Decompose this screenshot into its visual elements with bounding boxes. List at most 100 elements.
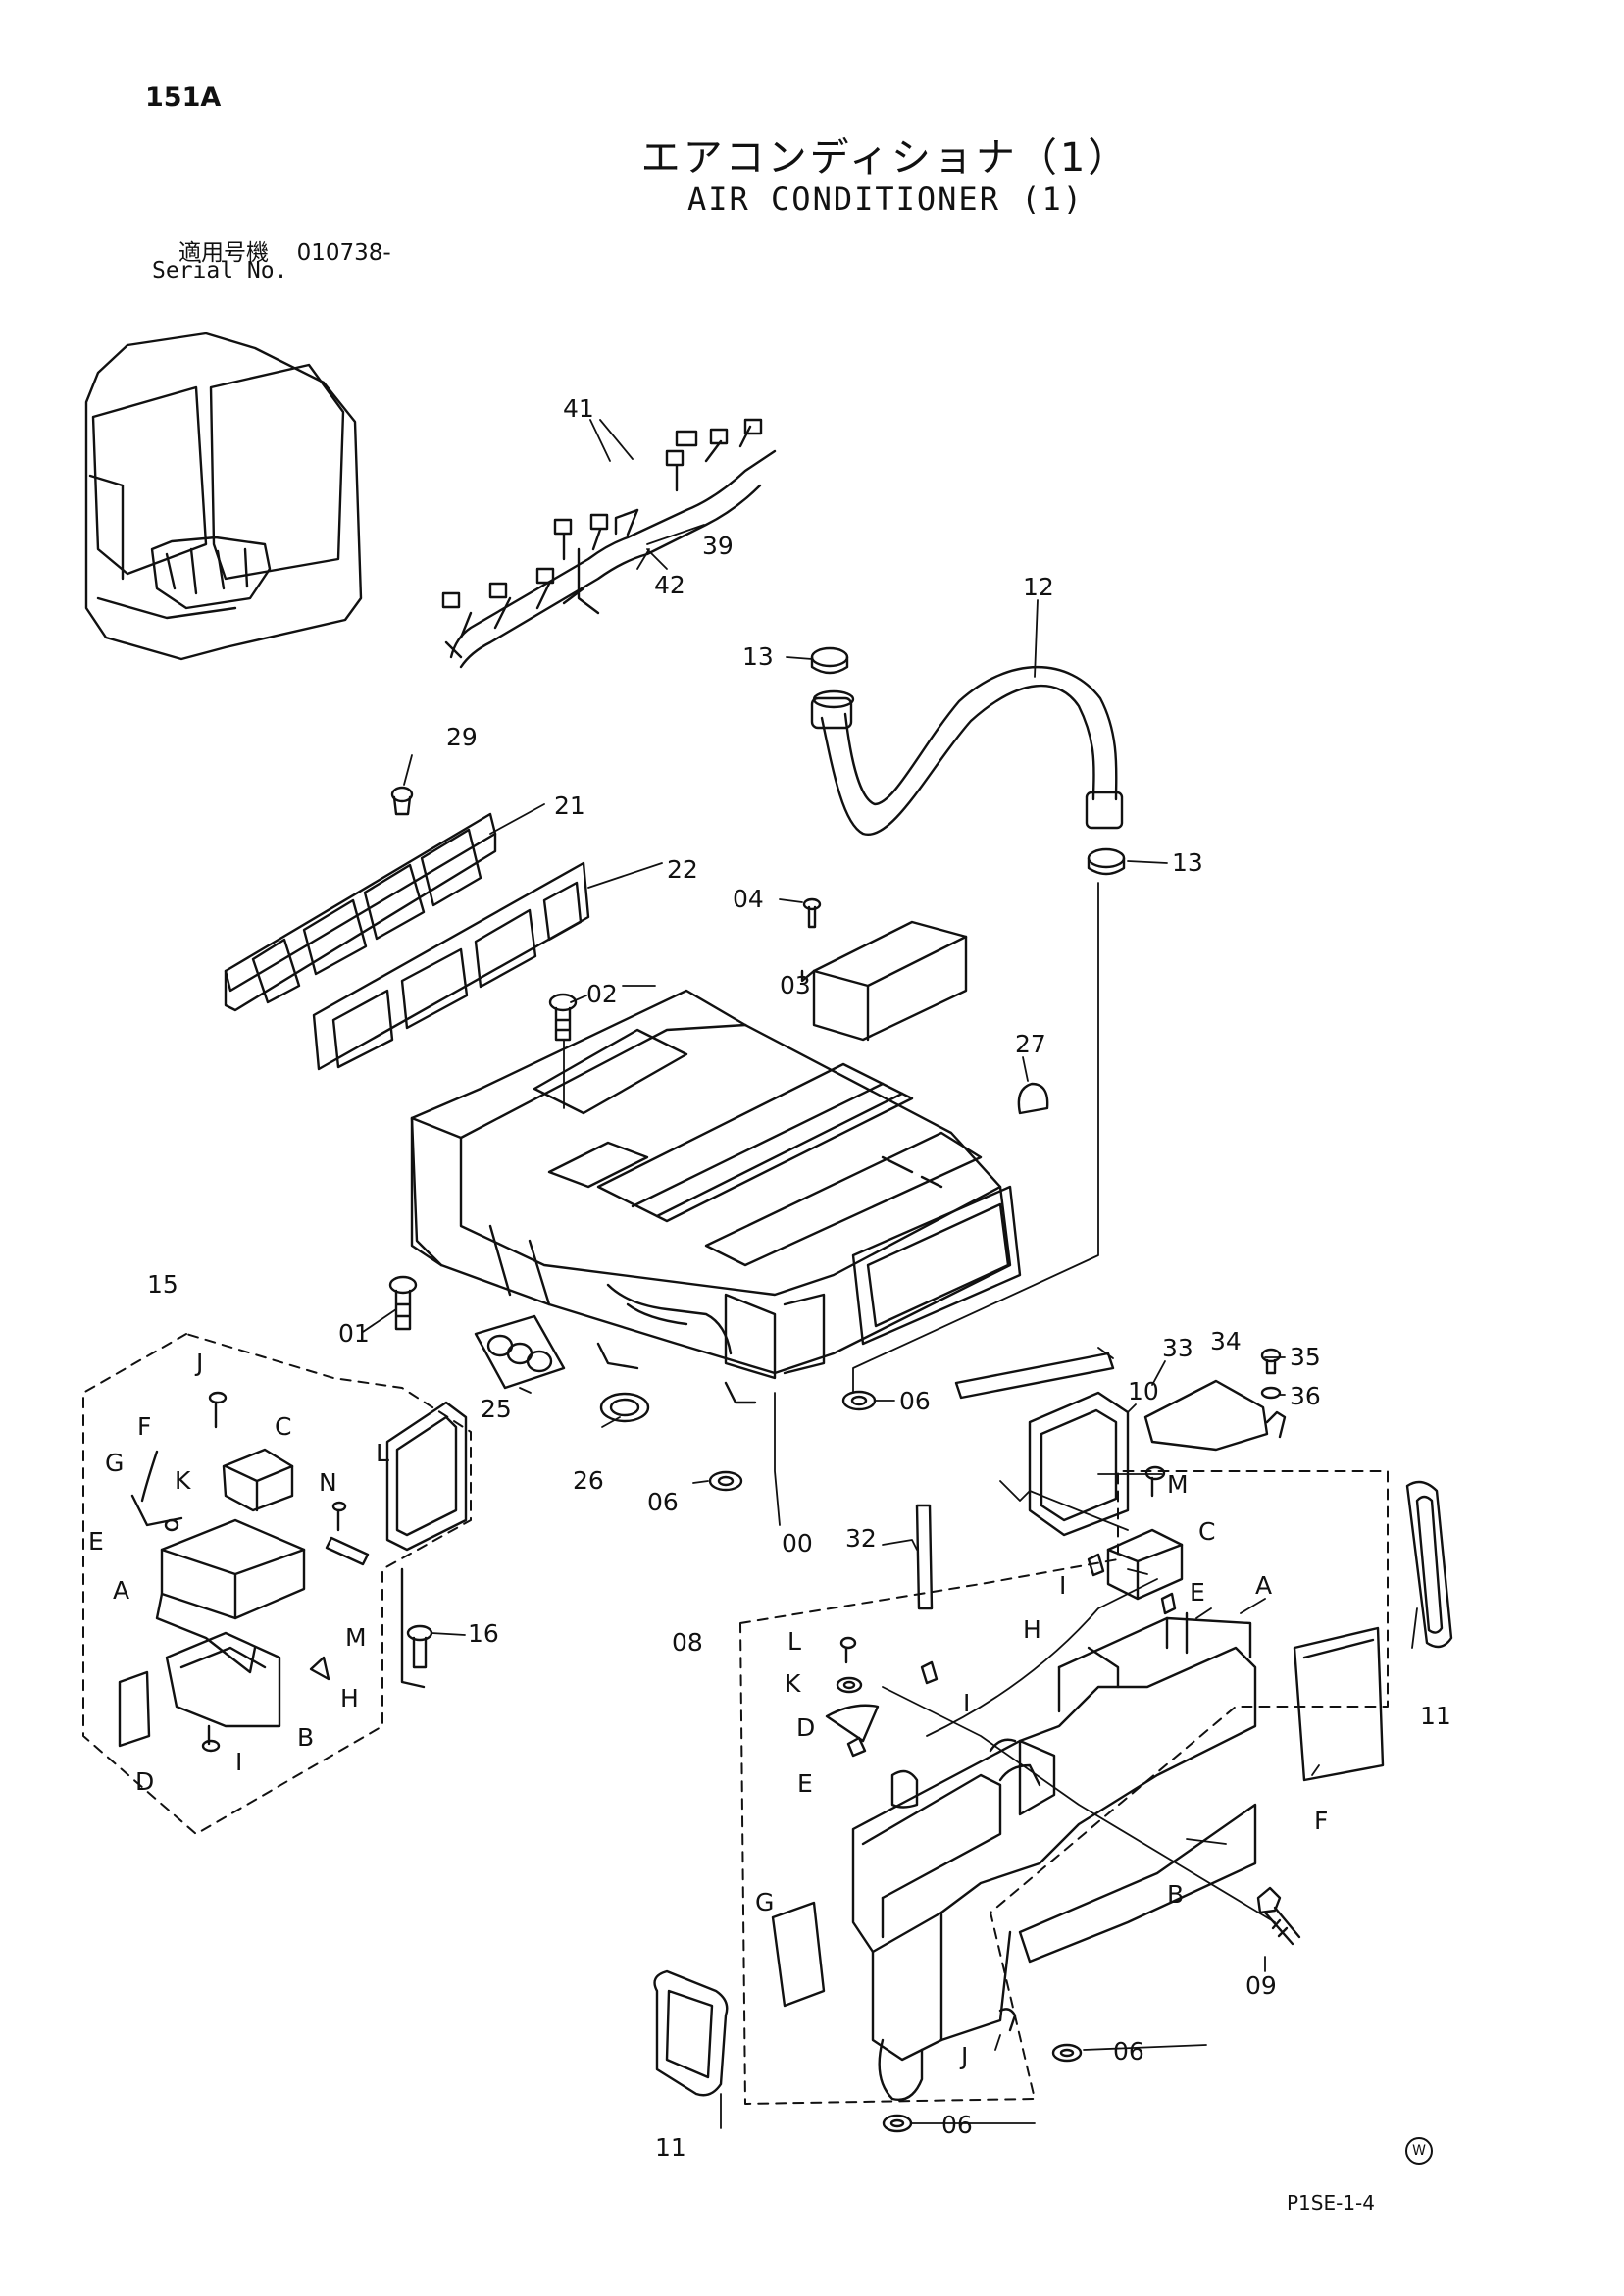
- main-air-conditioner-unit: [410, 989, 1022, 1404]
- letter-A-left: A: [113, 1576, 129, 1605]
- letter-B-right: B: [1167, 1880, 1184, 1909]
- flap-F: [1293, 1626, 1385, 1782]
- inset-box-08: [739, 1470, 1389, 2105]
- letter-M-left: M: [345, 1623, 367, 1652]
- callout-02: 02: [586, 980, 618, 1008]
- letter-C-left: C: [275, 1412, 291, 1441]
- inset-box-15: [82, 1333, 472, 1835]
- filter-screen: [312, 861, 590, 1071]
- serial-label-english: Serial No.: [152, 258, 288, 283]
- gasket-11-right: [1405, 1480, 1453, 1649]
- cover-34: [1143, 1379, 1287, 1452]
- link-D: [825, 1704, 880, 1743]
- seal-33: [954, 1352, 1115, 1400]
- callout-11-right: 11: [1420, 1702, 1451, 1730]
- callout-13-right: 13: [1172, 848, 1203, 877]
- callout-03: 03: [780, 971, 811, 999]
- page-number: 151A: [145, 82, 222, 113]
- gasket-11-left: [653, 1969, 729, 2097]
- screw-29: [390, 786, 414, 816]
- callout-33: 33: [1162, 1334, 1193, 1362]
- grommet-26: [599, 1392, 650, 1423]
- letter-J-left: J: [194, 1349, 203, 1377]
- letter-M-right: M: [1167, 1470, 1189, 1499]
- callout-06-right: 06: [1113, 2037, 1144, 2066]
- callout-27: 27: [1015, 1030, 1046, 1058]
- letter-J-right: J: [959, 2042, 968, 2070]
- grommet-27: [1017, 1082, 1049, 1115]
- drawing-code: P1SE-1-4: [1287, 2191, 1375, 2215]
- actuator-C: [1106, 1528, 1184, 1601]
- letter-G-left: G: [105, 1449, 124, 1477]
- letter-E-left: E: [88, 1527, 104, 1556]
- title-japanese: エアコンディショナ（1）: [640, 135, 1131, 180]
- callout-09: 09: [1245, 1971, 1277, 2000]
- callout-01: 01: [338, 1319, 370, 1348]
- callout-06-mid: 06: [899, 1387, 931, 1415]
- callouts: 41 39 42 12 13 13 29 21 22 04 03 02 27 1…: [88, 394, 1451, 2162]
- callout-26: 26: [573, 1466, 604, 1495]
- duct-10: [1028, 1391, 1130, 1537]
- letter-H-right: H: [1023, 1615, 1041, 1644]
- callout-16: 16: [468, 1619, 499, 1648]
- serial-label-japanese: 適用号機 010738-: [178, 233, 391, 267]
- flap-G: [771, 1901, 826, 2008]
- serial-number-value: 010738-: [296, 240, 391, 266]
- letter-C-right: C: [1198, 1517, 1215, 1546]
- bolt-01: [388, 1275, 418, 1331]
- letter-K-left: K: [175, 1466, 191, 1495]
- leader-lines: [362, 419, 1418, 2129]
- callout-08: 08: [672, 1628, 703, 1657]
- callout-15: 15: [147, 1270, 178, 1299]
- cab-thumbnail: [84, 332, 363, 661]
- callout-41: 41: [563, 394, 594, 423]
- serial-label-ja-text: 適用号機: [178, 240, 269, 266]
- callout-39: 39: [702, 532, 734, 560]
- callout-06-left: 06: [647, 1488, 679, 1516]
- callout-42: 42: [654, 571, 685, 599]
- callout-22: 22: [667, 855, 698, 884]
- callout-25: 25: [481, 1395, 512, 1423]
- small-parts-right: [836, 1465, 1177, 2133]
- letter-K-right: K: [785, 1669, 801, 1698]
- letter-F-right: F: [1314, 1807, 1328, 1835]
- air-filter: [224, 812, 497, 1012]
- duct-gasket-25: [474, 1314, 566, 1390]
- callout-06-bottom: 06: [941, 2111, 973, 2139]
- letter-N-left: N: [319, 1468, 337, 1497]
- letter-D-right: D: [796, 1713, 815, 1742]
- seal-32: [915, 1504, 934, 1610]
- callout-32: 32: [845, 1524, 877, 1553]
- callout-12: 12: [1023, 573, 1054, 601]
- bolt-02: [548, 993, 578, 1042]
- bolt-09: [1256, 1886, 1301, 1946]
- letter-L-right: L: [787, 1627, 801, 1656]
- control-unit: [800, 897, 968, 1042]
- callout-21: 21: [554, 791, 585, 820]
- letter-I2-right: I: [963, 1689, 970, 1717]
- callout-35: 35: [1290, 1343, 1321, 1371]
- callout-10: 10: [1128, 1377, 1159, 1405]
- letter-E-right: E: [1190, 1578, 1205, 1607]
- grommet-06-mid: [708, 1390, 877, 1492]
- letter-I-left: I: [235, 1748, 242, 1776]
- callout-04: 04: [733, 885, 764, 913]
- letter-F-left: F: [137, 1412, 151, 1441]
- letter-L-left: L: [376, 1439, 389, 1467]
- hose-assembly: [810, 646, 1126, 876]
- letter-A-right: A: [1255, 1571, 1272, 1600]
- callout-00: 00: [782, 1529, 813, 1557]
- title-english: AIR CONDITIONER (1): [686, 180, 1085, 218]
- callout-13-top: 13: [742, 642, 774, 671]
- letter-H-left: H: [340, 1684, 359, 1712]
- wire-harness: [441, 418, 777, 669]
- letter-D-left: D: [135, 1767, 154, 1796]
- callout-11-left: 11: [655, 2133, 686, 2162]
- letter-B-left: B: [297, 1723, 314, 1752]
- letter-E2-right: E: [797, 1769, 813, 1798]
- letter-I-right: I: [1059, 1571, 1066, 1600]
- air-duct-assembly: [851, 1611, 1257, 2101]
- callout-29: 29: [446, 723, 478, 751]
- letter-G-right: G: [755, 1888, 774, 1916]
